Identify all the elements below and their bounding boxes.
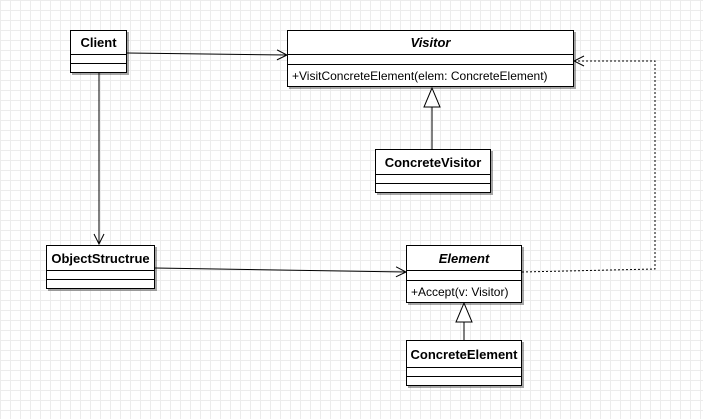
object-structure-operations xyxy=(47,280,154,288)
client-class[interactable]: Client xyxy=(70,30,127,73)
element-class-name: Element xyxy=(407,246,521,271)
concrete-visitor-attributes xyxy=(376,175,490,184)
concrete-element-operations xyxy=(407,377,521,385)
client-attributes xyxy=(71,55,126,64)
concreteelement-generalization-triangle xyxy=(455,301,473,323)
client-operations xyxy=(71,64,126,72)
concrete-element-attributes xyxy=(407,368,521,377)
concrete-visitor-class[interactable]: ConcreteVisitor xyxy=(375,149,491,193)
concretevisitor-generalization-triangle xyxy=(423,86,441,108)
objectstructure-to-element-association xyxy=(154,268,406,272)
element-to-visitor-dependency xyxy=(521,61,656,273)
element-class[interactable]: Element +Accept(v: Visitor) xyxy=(406,245,522,303)
concrete-visitor-class-name: ConcreteVisitor xyxy=(376,150,490,175)
visitor-class[interactable]: Visitor +VisitConcreteElement(elem: Conc… xyxy=(287,30,574,87)
visitor-operation: +VisitConcreteElement(elem: ConcreteElem… xyxy=(292,68,548,83)
visitor-attributes xyxy=(288,55,573,65)
visitor-class-name: Visitor xyxy=(288,31,573,55)
object-structure-class[interactable]: ObjectStructrue xyxy=(46,245,155,289)
client-to-visitor-association xyxy=(126,53,287,55)
concrete-element-class-name: ConcreteElement xyxy=(407,341,521,368)
object-structure-class-name: ObjectStructrue xyxy=(47,246,154,271)
object-structure-attributes xyxy=(47,271,154,280)
concrete-visitor-operations xyxy=(376,184,490,192)
element-attributes xyxy=(407,271,521,281)
element-operation: +Accept(v: Visitor) xyxy=(411,284,509,299)
client-class-name: Client xyxy=(71,31,126,55)
concrete-element-class[interactable]: ConcreteElement xyxy=(406,340,522,386)
